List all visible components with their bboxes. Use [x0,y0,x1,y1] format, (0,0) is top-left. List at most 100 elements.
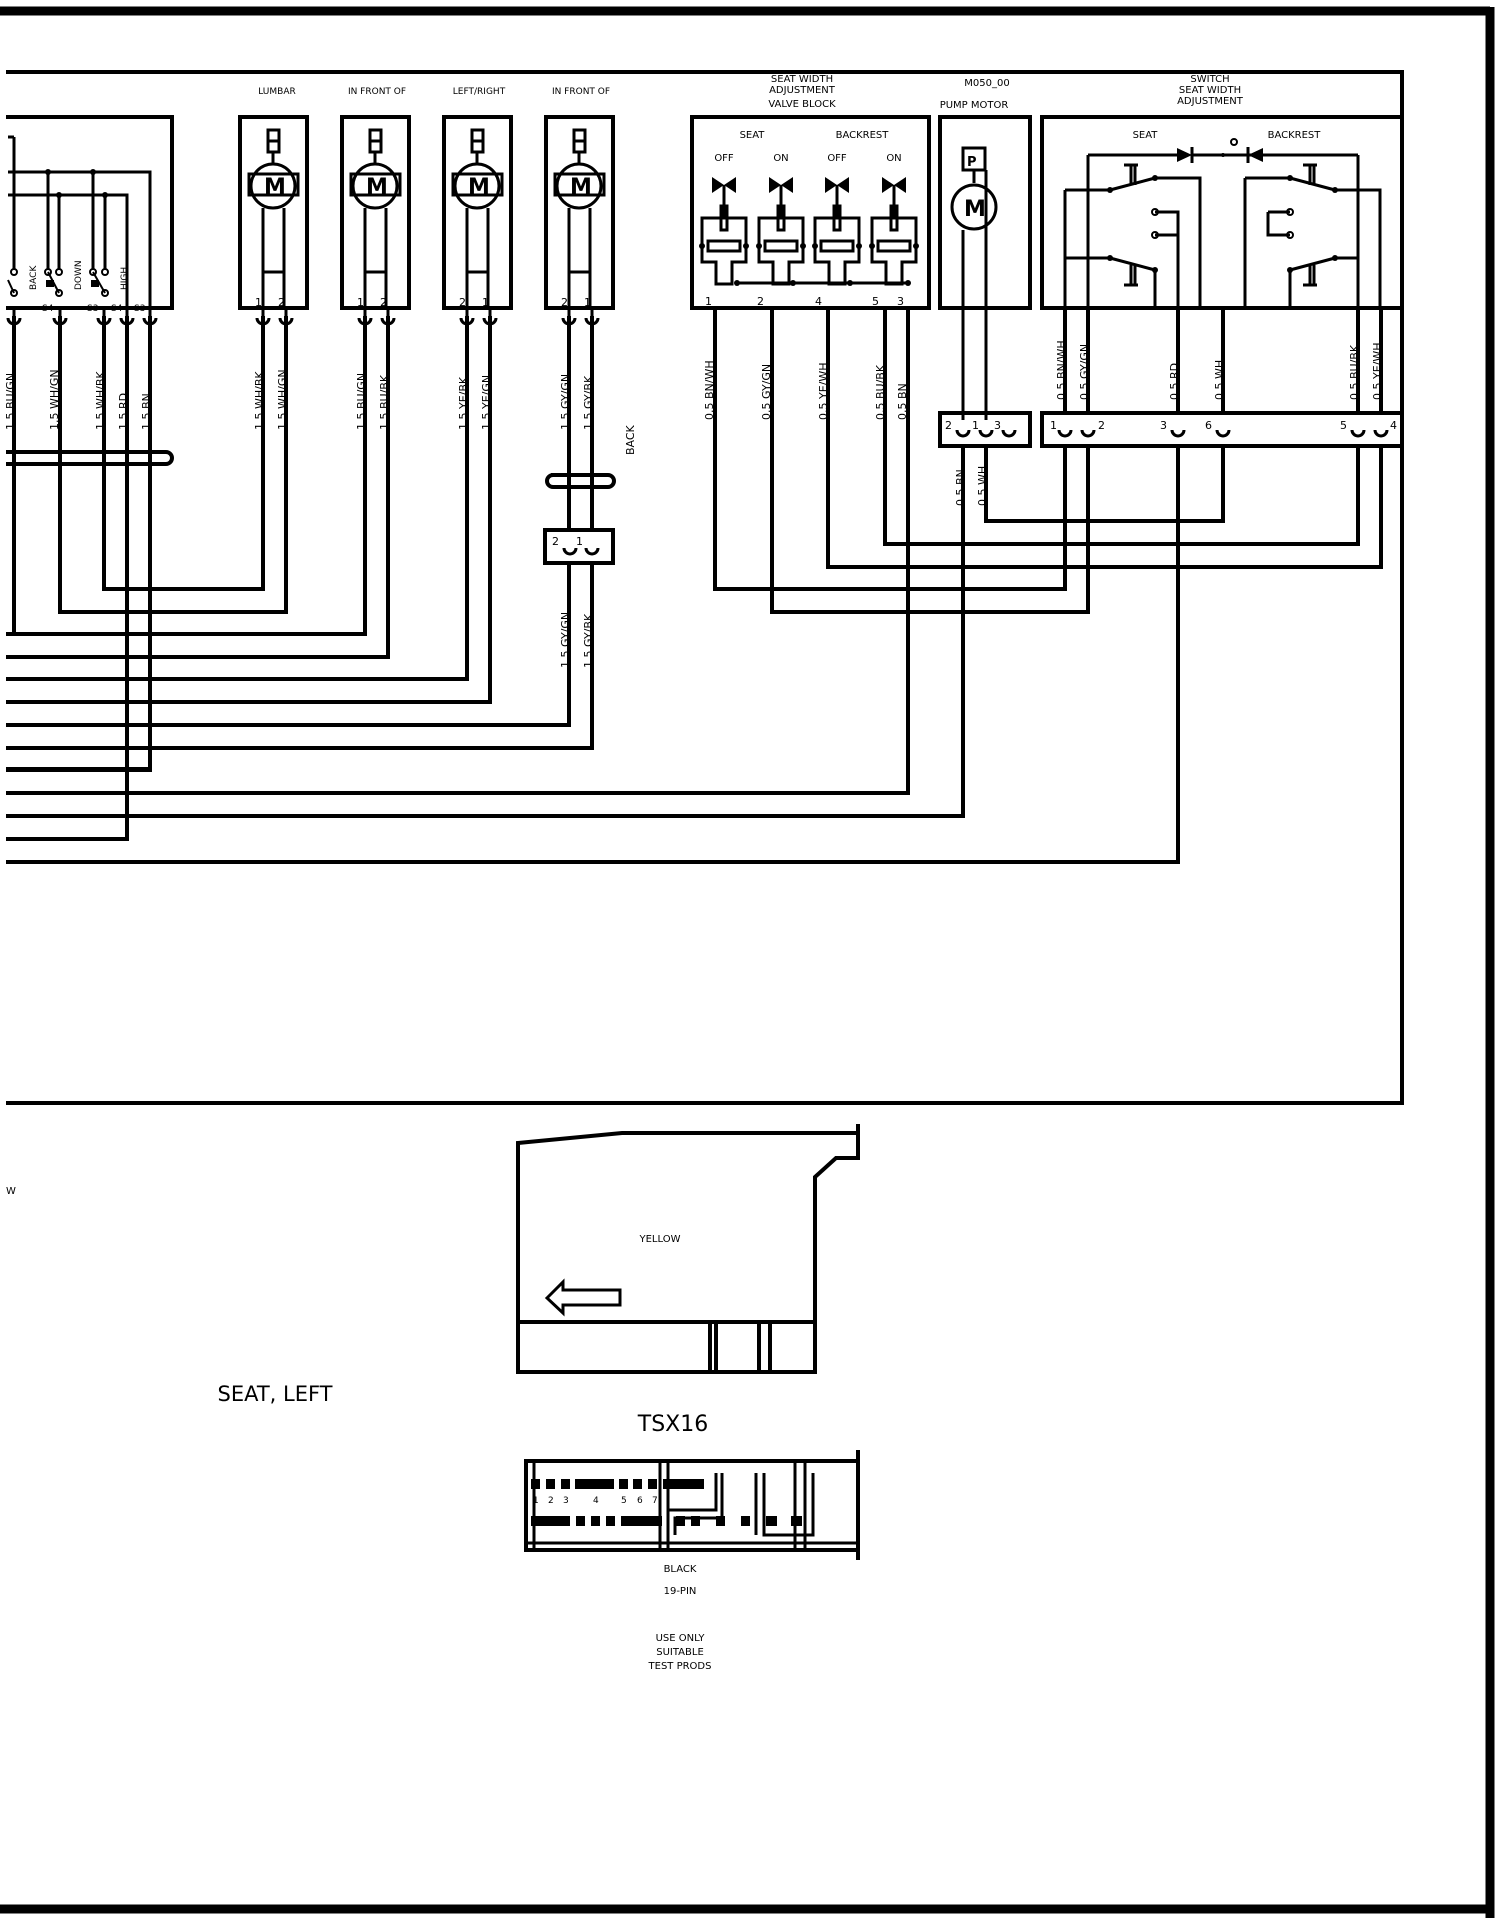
connector-pin [766,1516,777,1526]
pump-p-symbol: P [967,155,977,170]
pump-motor-label: PUMP MOTOR [940,100,1009,111]
back-switch-label: BACK [29,265,39,290]
switch-pin-label: S3 [87,304,98,314]
harness-clip [6,450,174,466]
valve-solenoid [763,239,799,253]
connector-pin [676,1516,685,1526]
motor-m-symbol: M [570,175,592,200]
pin-number: 3 [994,419,1001,432]
wire-label: 1.5 WH/GN [48,369,61,430]
motor-leads [567,272,592,308]
valve-off-label: OFF [827,153,847,164]
left-wire-labels: 1.5 BU/GN 1.5 WH/GN 1.5 WH/BK 1.5 RD 1.5… [4,369,153,430]
valve-solenoid [819,239,855,253]
page-frame [0,6,1495,1918]
pin-number: 1 [255,296,262,309]
motor-leads [465,272,490,308]
valve-block-title: ADJUSTMENT [769,85,836,96]
valve-node [913,243,919,249]
test-note: USE ONLY [656,1633,706,1644]
valve-body [700,216,748,286]
lumbar-label: LUMBAR [258,87,296,97]
valve-icon [712,177,724,193]
pin-number: 2 [757,295,764,308]
valve-node [699,243,705,249]
valve-on-label: ON [773,153,788,164]
seat-width-switch: SWITCH SEAT WIDTH ADJUSTMENT SEAT BACKRE… [1040,74,1404,448]
connector-pin [633,1479,642,1489]
connector-pin [546,1479,555,1489]
valve-node [800,243,806,249]
motor-body [567,208,592,274]
switch-backrest-label: BACKREST [1268,130,1322,141]
motor-circle [555,162,603,210]
in-front-of-label: IN FRONT OF [552,87,610,97]
connector-pin-face: 1 2 3 4 5 6 7 [524,1450,860,1560]
switch-title: SWITCH [1190,74,1229,85]
motor-m-symbol: M [468,175,490,200]
down-switch-label: DOWN [74,260,84,290]
valve-icon [781,177,793,193]
connector-pin [621,1516,662,1526]
motor-wire-labels: 1.5 WH/BK 1.5 WH/GN 1.5 BU/GN 1.5 BU/BK … [253,369,595,430]
connector-color-label: YELLOW [639,1234,681,1245]
pin-number: 2 [945,419,952,432]
connector-pin [531,1479,540,1489]
pin-count-label: 19-PIN [664,1586,697,1597]
arrow-left-icon [544,1278,622,1317]
seat-title: SEAT, LEFT [217,1382,332,1406]
switch-title: ADJUSTMENT [1177,96,1244,107]
motor-flange [553,172,606,197]
connector-pin [561,1479,570,1489]
valve-node [743,243,749,249]
connector-pin [575,1479,614,1489]
switch-pin-label: S3 [134,304,145,314]
edge-label: W [6,1186,16,1197]
valve-node [869,243,875,249]
high-switch-label: HIGH [120,267,130,290]
pin-number: 4 [815,295,822,308]
valve-icon [769,177,781,193]
right-harness-wires [6,306,1383,864]
motor-housing [544,115,615,310]
valve-block-title: VALVE BLOCK [768,99,836,110]
valve-backrest-label: BACKREST [836,130,890,141]
valve-node [856,243,862,249]
motor-housing [340,115,411,310]
valve-off-label: OFF [714,153,734,164]
valve-node [812,243,818,249]
connector-pin [619,1479,628,1489]
motor-flange [451,172,504,197]
pin-number: 1 [1050,419,1057,432]
wire-label: 0.5 BN [954,469,967,506]
test-note: SUITABLE [656,1647,704,1658]
connector-pin [716,1516,725,1526]
pin-number: 3 [1160,419,1167,432]
back-inline-connector: 2 1 [543,528,615,565]
motor-in-front-of-1: M [340,115,411,326]
pin-number: 4 [593,1496,599,1506]
pin-number: 3 [563,1496,569,1506]
switch-wire-labels: 0.5 BN/WH 0.5 GY/GN 0.5 RD 0.5 WH 0.5 BU… [1055,340,1384,400]
motor-leads [261,272,286,308]
pin-number: 5 [621,1496,627,1506]
valve-block: SEAT WIDTH ADJUSTMENT VALVE BLOCK SEAT B… [690,74,931,310]
switch-seat-label: SEAT [1133,130,1159,141]
pin-number: 1 [584,296,591,309]
connector-pin [663,1479,704,1489]
pin-number: 2 [380,296,387,309]
housing-color-label: BLACK [664,1564,697,1575]
pin-number: 6 [1205,419,1212,432]
pin-number: 1 [972,419,979,432]
test-note: TEST PRODS [648,1661,712,1672]
pin-number: 6 [637,1496,643,1506]
valve-on-label: ON [886,153,901,164]
wire-label: 0.5 BN/WH [703,360,716,420]
pin-number: 1 [576,535,583,548]
main-border [6,70,1404,1105]
valve-icon [837,177,849,193]
motor-circle [351,162,399,210]
motor-flange [247,172,300,197]
connector-pin [591,1516,600,1526]
